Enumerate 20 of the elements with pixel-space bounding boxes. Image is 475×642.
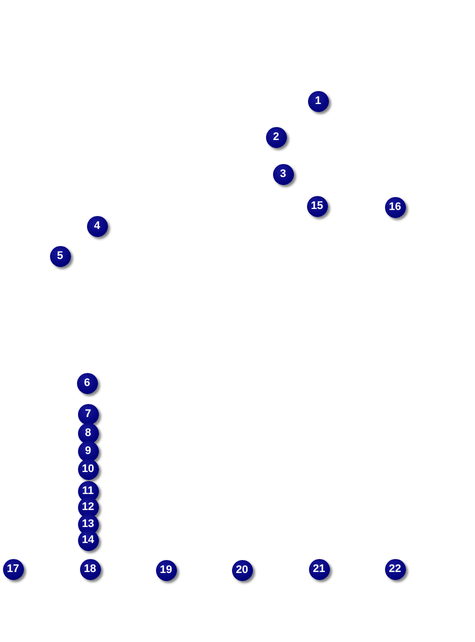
- callout-number: 7: [78, 404, 98, 424]
- callout-number: 14: [78, 530, 98, 550]
- callout-number: 1: [308, 90, 328, 112]
- callout-number: 5: [50, 246, 70, 266]
- callout-number: 20: [232, 560, 252, 580]
- callout-number: 22: [384, 558, 406, 580]
- callout-number: 17: [2, 558, 24, 580]
- callout-number: 6: [76, 372, 98, 394]
- callout-number: 3: [272, 164, 294, 184]
- callout-number: 2: [266, 126, 286, 148]
- callout-number: 16: [384, 196, 406, 218]
- callout-number: 19: [156, 560, 176, 580]
- callout-number: 8: [78, 422, 98, 444]
- callout-number: 21: [308, 558, 330, 580]
- callout-number: 18: [80, 558, 100, 580]
- callout-number: 9: [78, 440, 98, 462]
- callout-number: 4: [86, 216, 108, 236]
- callout-number: 10: [78, 458, 98, 480]
- callout-number: 15: [306, 196, 328, 216]
- callout-number: 11: [78, 480, 98, 502]
